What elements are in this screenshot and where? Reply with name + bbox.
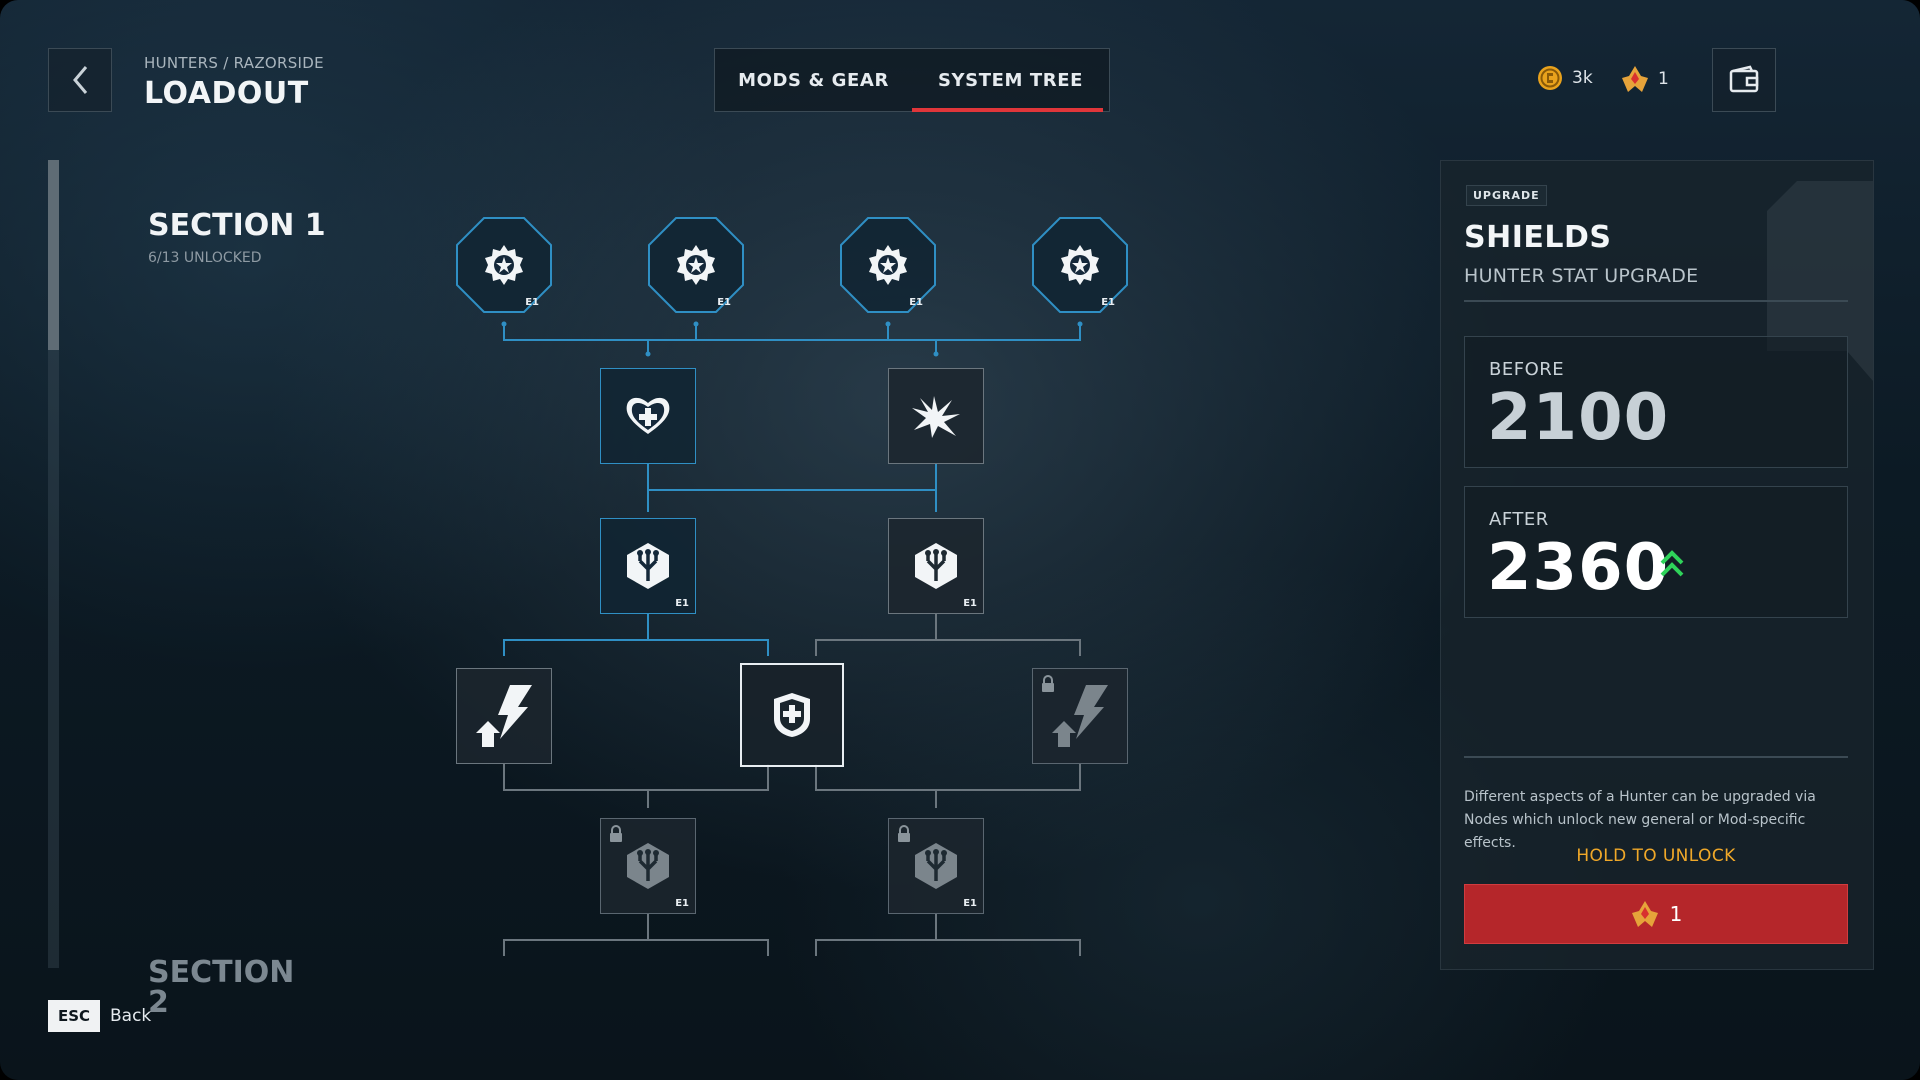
tree-node-r2-b[interactable]	[888, 368, 984, 464]
chevron-left-icon	[73, 66, 88, 94]
stat-after-box: AFTER 2360	[1464, 486, 1848, 618]
credits-amount: 3k	[1572, 68, 1593, 88]
stat-after-value: 2360	[1487, 531, 1670, 605]
upgrade-token-icon	[1622, 66, 1648, 92]
detail-subtitle: HUNTER STAT UPGRADE	[1464, 265, 1699, 287]
back-hint-label: Back	[110, 1006, 152, 1026]
tree-node-r3-a[interactable]: E1	[600, 518, 696, 614]
stat-before-value: 2100	[1487, 381, 1670, 455]
tree-node-r1-c[interactable]: E1	[839, 216, 937, 314]
upgrade-badge: UPGRADE	[1466, 185, 1547, 206]
lightning-up-icon	[476, 685, 532, 747]
tab-bar: MODS & GEAR SYSTEM TREE	[714, 48, 1110, 112]
coin-icon	[1538, 66, 1562, 90]
breadcrumb: HUNTERS / RAZORSIDE	[144, 54, 324, 72]
hex-tree-icon	[915, 843, 957, 889]
shield-plus-icon	[774, 693, 810, 737]
tree-node-r1-a[interactable]: E1	[455, 216, 553, 314]
burst-icon	[912, 396, 960, 438]
node-rank-tag: E1	[675, 598, 689, 609]
scrollbar-track[interactable]	[48, 160, 59, 968]
lock-icon	[610, 825, 622, 842]
tree-node-r1-d[interactable]: E1	[1031, 216, 1129, 314]
tree-node-r1-b[interactable]: E1	[647, 216, 745, 314]
detail-description: Different aspects of a Hunter can be upg…	[1464, 789, 1816, 851]
tree-node-r5-b[interactable]: E1	[888, 818, 984, 914]
tab-mods-gear[interactable]: MODS & GEAR	[738, 69, 889, 91]
stat-after-label: AFTER	[1489, 509, 1549, 530]
esc-key-hint[interactable]: ESC	[48, 1000, 101, 1032]
wallet-button[interactable]	[1712, 48, 1776, 112]
stat-before-label: BEFORE	[1489, 359, 1565, 380]
detail-title: SHIELDS	[1464, 220, 1612, 255]
gear-star-icon	[485, 245, 523, 285]
scrollbar-thumb[interactable]	[48, 160, 59, 350]
node-rank-tag: E1	[1101, 297, 1115, 308]
hex-tree-icon	[627, 843, 669, 889]
hold-to-unlock-label: HOLD TO UNLOCK	[1576, 846, 1736, 866]
upgrade-token-icon	[1631, 901, 1658, 927]
tree-node-r2-a[interactable]	[600, 368, 696, 464]
gear-star-icon	[677, 245, 715, 285]
page-title: LOADOUT	[144, 76, 309, 111]
stat-before-box: BEFORE 2100	[1464, 336, 1848, 468]
tab-system-tree[interactable]: SYSTEM TREE	[912, 49, 1109, 112]
tokens-display: 1	[1620, 64, 1669, 94]
tree-node-r4-c[interactable]	[1032, 668, 1128, 764]
gear-star-icon	[1061, 245, 1099, 285]
gear-star-icon	[869, 245, 907, 285]
tree-node-r4-a[interactable]	[456, 668, 552, 764]
node-rank-tag: E1	[963, 898, 977, 909]
tokens-amount: 1	[1658, 69, 1669, 89]
tree-node-r3-b[interactable]: E1	[888, 518, 984, 614]
divider	[1464, 756, 1848, 758]
lightning-up-icon	[1052, 685, 1108, 747]
unlock-button[interactable]: 1	[1464, 884, 1848, 944]
node-rank-tag: E1	[717, 297, 731, 308]
node-rank-tag: E1	[675, 898, 689, 909]
panel-decoration	[1767, 181, 1873, 381]
section-title: SECTION 1	[148, 208, 326, 243]
divider	[1464, 300, 1848, 302]
hex-tree-icon	[915, 543, 957, 589]
node-rank-tag: E1	[525, 297, 539, 308]
lock-icon	[1042, 675, 1054, 692]
tree-node-r5-a[interactable]: E1	[600, 818, 696, 914]
hex-tree-icon	[627, 543, 669, 589]
heart-plus-icon	[626, 397, 670, 434]
unlock-cost: 1	[1669, 902, 1683, 926]
node-rank-tag: E1	[909, 297, 923, 308]
section-progress: 6/13 UNLOCKED	[148, 250, 262, 266]
wallet-icon	[1729, 65, 1759, 93]
node-rank-tag: E1	[963, 598, 977, 609]
double-chevron-up-icon	[1660, 550, 1684, 577]
back-button[interactable]	[48, 48, 112, 112]
tree-node-r4-b-selected[interactable]	[740, 663, 844, 767]
credits-display: 3k	[1536, 64, 1593, 92]
lock-icon	[898, 825, 910, 842]
